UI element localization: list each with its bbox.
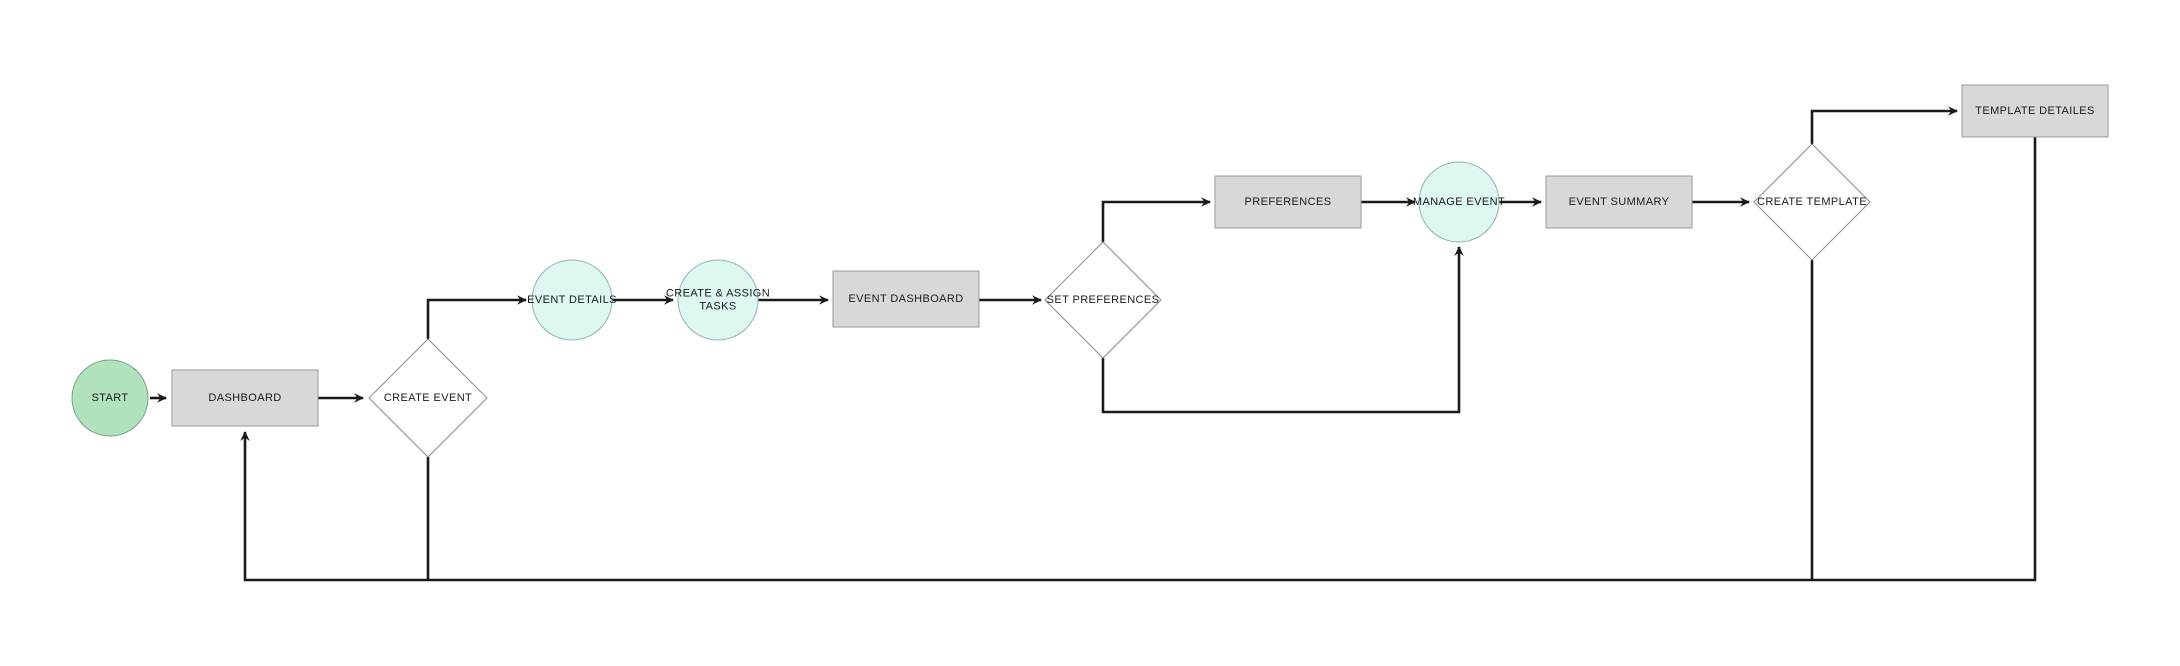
process-rect[interactable] — [171, 369, 319, 427]
edge-line — [1810, 106, 1958, 144]
edge-template-details-to-dashboard — [240, 137, 2037, 582]
node-preferences[interactable]: PREFERENCES — [1214, 175, 1362, 229]
edge-set-preferences-to-preferences — [1101, 197, 1211, 242]
process-circle[interactable] — [1418, 161, 1500, 243]
edge-hitarea — [1103, 247, 1459, 412]
edge-line — [1101, 197, 1211, 242]
decision-diamond[interactable] — [368, 338, 488, 458]
process-rect[interactable] — [1214, 175, 1362, 229]
edge-hitarea — [1812, 111, 1957, 144]
process-circle[interactable] — [531, 259, 613, 341]
node-event-summary[interactable]: EVENT SUMMARY — [1545, 175, 1693, 229]
edge-line — [1101, 246, 1464, 414]
edge-create-event-to-event-details — [426, 295, 527, 339]
start-circle[interactable] — [71, 359, 149, 437]
node-dashboard[interactable]: DASHBOARD — [171, 369, 319, 427]
decision-diamond[interactable] — [1753, 143, 1871, 261]
nodes-layer: START DASHBOARD CREATE EVENT EVENT DETAILS C… — [71, 84, 2109, 458]
edge-hitarea — [1103, 202, 1210, 242]
node-set-preferences[interactable]: SET PREFERENCES — [1044, 241, 1162, 359]
node-event-details[interactable]: EVENT DETAILS — [527, 259, 617, 341]
edge-create-template-to-template-details — [1810, 106, 1958, 144]
node-start[interactable]: START — [71, 359, 149, 437]
process-rect[interactable] — [1545, 175, 1693, 229]
process-circle[interactable] — [677, 259, 759, 341]
decision-diamond[interactable] — [1044, 241, 1162, 359]
edge-hitarea — [428, 300, 526, 339]
edge-line — [426, 295, 527, 339]
edges-layer — [150, 106, 2037, 582]
edge-line — [240, 137, 2037, 582]
node-create-template[interactable]: CREATE TEMPLATE — [1753, 143, 1871, 261]
edge-set-preferences-to-manage-event — [1101, 246, 1464, 414]
node-manage-event[interactable]: MANAGE EVENT — [1413, 161, 1505, 243]
process-rect[interactable] — [1961, 84, 2109, 138]
node-event-dashboard[interactable]: EVENT DASHBOARD — [832, 270, 980, 328]
process-rect[interactable] — [832, 270, 980, 328]
node-create-event[interactable]: CREATE EVENT — [368, 338, 488, 458]
node-template-details[interactable]: TEMPLATE DETAILES — [1961, 84, 2109, 138]
